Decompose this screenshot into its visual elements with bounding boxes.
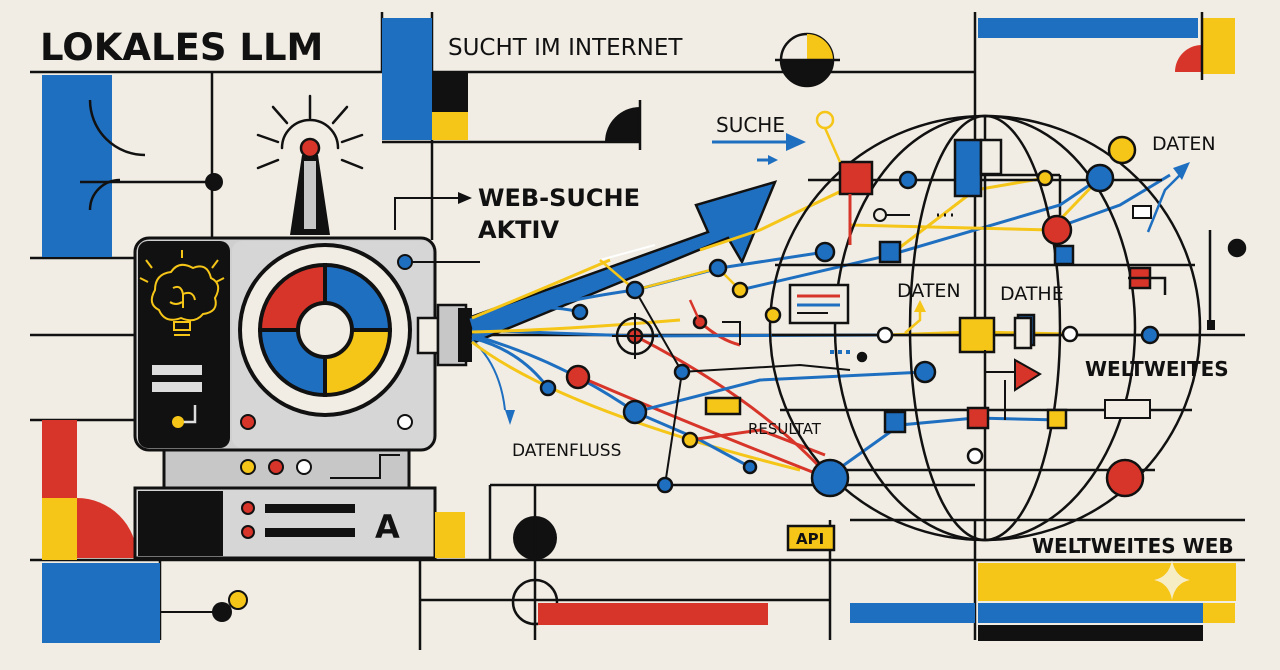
label-suche: SUCHE: [716, 113, 785, 137]
local-llm-machine: A: [133, 94, 480, 560]
server-glyph: A: [375, 508, 400, 546]
label-aktiv: AKTIV: [478, 216, 559, 244]
label-daten-top: DATEN: [1152, 133, 1216, 155]
page-subtitle: SUCHT IM INTERNET: [448, 35, 683, 61]
label-weltweites-web: WELTWEITES WEB: [1032, 534, 1234, 558]
top-right-blocks: [775, 12, 1235, 88]
left-bottom-blocks: [42, 420, 248, 643]
top-left-blocks: [42, 18, 642, 257]
signal-icon: [256, 94, 364, 170]
label-dathe: DATHE: [1000, 283, 1064, 305]
page-title: LOKALES LLM: [40, 26, 323, 69]
label-api: API: [796, 530, 824, 548]
bottom-right-blocks: [850, 560, 1236, 641]
arrow-icon: [394, 180, 778, 344]
label-daten-mid: DATEN: [897, 280, 961, 302]
sparkle-icon: [1154, 560, 1190, 600]
play-icon: [1014, 358, 1042, 392]
api-badge: [786, 524, 836, 552]
label-datenfluss: DATENFLUSS: [512, 441, 621, 461]
bottom-middle-blocks: [420, 485, 830, 640]
connector-details: [688, 127, 1215, 420]
network-nodes: [539, 110, 1247, 498]
donut-chart-icon: [238, 243, 412, 417]
label-web-suche: WEB-SUCHE: [478, 184, 640, 212]
brain-icon: [139, 250, 225, 336]
small-arrows: [505, 133, 1190, 425]
label-weltweites: WELTWEITES: [1085, 357, 1229, 381]
text-labels: LOKALES LLM SUCHT IM INTERNET WEB-SUCHE …: [40, 26, 1234, 558]
label-resultat: RESULTAT: [748, 420, 822, 438]
